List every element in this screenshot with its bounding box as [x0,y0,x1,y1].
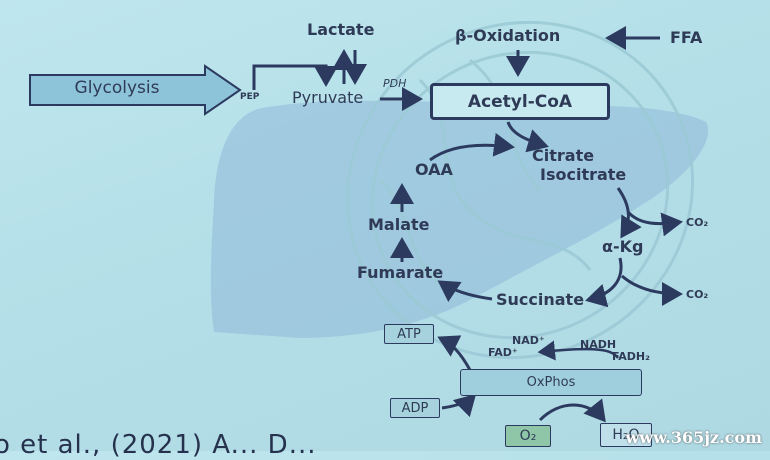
malate-label: Malate [368,215,430,234]
liver-shape [210,100,709,338]
pdh-label: PDH [383,77,407,90]
beta-oxidation-label: β-Oxidation [455,26,561,45]
co2-1-label: CO₂ [686,216,709,229]
nad-plus-label: NAD⁺ [512,334,545,347]
succinate-to-fumarate-arrow [437,280,493,302]
akg-to-succinate-arrow [585,257,623,308]
fadh2-label: FADH₂ [612,350,650,363]
oaa-to-citrate-arrow [429,132,515,162]
ffa-label: FFA [670,28,703,47]
acetylcoa-to-citrate-arrow [506,121,549,153]
h2o-box: H₂O [600,423,652,447]
nadh-label: NADH [580,338,617,351]
atp-box: ATP [384,324,434,344]
pyruvate-label: Pyruvate [292,88,364,107]
isocitrate-label: Isocitrate [540,165,627,184]
co2-2-label: CO₂ [686,288,709,301]
alpha-kg-label: α-Kg [602,237,644,256]
fad-plus-label: FAD⁺ [488,346,518,359]
oaa-label: OAA [415,160,453,179]
oxphos-to-atp-arrow [437,335,472,371]
adp-box: ADP [390,398,440,418]
oxphos-box: OxPhos [460,369,642,396]
glycolysis-arrow [29,64,242,116]
adp-to-oxphos-arrow [441,393,477,418]
citrate-label: Citrate [532,146,595,165]
glycolysis-label: Glycolysis [74,78,160,98]
citation-text: o et al., (2021) A... D... [0,430,317,460]
pep-to-pyruvate-arrow [252,64,338,90]
lactate-label: Lactate [307,20,375,39]
co2-release-2-arrow [621,274,683,306]
o2-to-h2o-arrow [538,398,606,423]
nadh-to-oxphos-arrow [537,340,619,361]
o2-box: O₂ [505,425,551,447]
watermark-text: www.365jz.com [625,428,762,447]
pep-label: PEP [240,92,260,102]
acetylcoa-box: Acetyl-CoA [430,83,610,120]
co2-release-1-arrow [626,210,683,237]
succinate-label: Succinate [496,290,585,309]
fumarate-label: Fumarate [357,263,444,282]
